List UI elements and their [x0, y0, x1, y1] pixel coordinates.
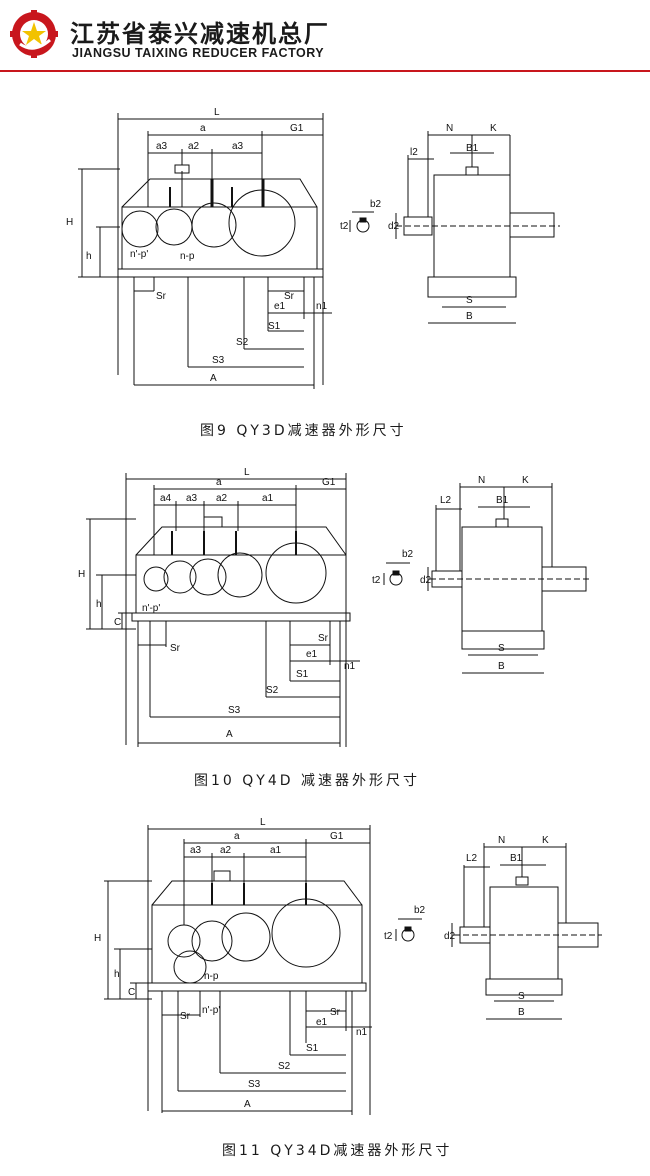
dim-L2: L2	[440, 495, 452, 506]
header-divider	[0, 70, 650, 72]
dim-C: C	[114, 617, 121, 628]
dim-a1: a1	[270, 845, 282, 856]
dim-S1: S1	[268, 321, 281, 332]
dim-L2: L2	[466, 853, 478, 864]
dim-n1: n1	[344, 661, 356, 672]
dim-B1: B1	[510, 853, 523, 864]
company-name-en: JIANGSU TAIXING REDUCER FACTORY	[72, 46, 325, 60]
dim-S: S	[498, 643, 505, 654]
dim-G1: G1	[322, 477, 336, 488]
dim-C: C	[128, 987, 135, 998]
dim-G1: G1	[290, 123, 304, 134]
dim-Sr-right: Sr	[284, 291, 295, 302]
dim-N: N	[478, 475, 485, 486]
dim-b2: b2	[402, 549, 414, 560]
dim-d2: d2	[444, 931, 456, 942]
dim-a4: a4	[160, 493, 172, 504]
dim-a: a	[216, 477, 222, 488]
dim-A: A	[210, 373, 217, 384]
dim-Sr-left: Sr	[170, 643, 181, 654]
dim-d2: d2	[420, 575, 432, 586]
dim-b2: b2	[370, 199, 382, 210]
dim-N: N	[446, 123, 453, 134]
dim-n1: n1	[316, 301, 328, 312]
dim-Sr-right: Sr	[318, 633, 329, 644]
dim-B: B	[466, 311, 473, 322]
dim-Sr-right: Sr	[330, 1007, 341, 1018]
dim-t2: t2	[372, 575, 381, 586]
dim-N: N	[498, 835, 505, 846]
dim-a2: a2	[188, 141, 200, 152]
dim-a3: a3	[190, 845, 202, 856]
dim-S3: S3	[248, 1079, 261, 1090]
page-header: 江苏省泰兴减速机总厂 JIANGSU TAIXING REDUCER FACTO…	[0, 0, 650, 76]
dim-S3: S3	[212, 355, 225, 366]
dim-e1: e1	[274, 301, 286, 312]
dim-L: L	[244, 467, 250, 478]
dim-A: A	[226, 729, 233, 740]
dim-S2: S2	[278, 1061, 291, 1072]
dim-S: S	[518, 991, 525, 1002]
company-name-cn: 江苏省泰兴减速机总厂	[70, 20, 330, 48]
dim-Sr-left: Sr	[156, 291, 167, 302]
figure-caption: 图9 QY3D减速器外形尺寸	[200, 423, 407, 439]
dim-np2: n-p	[180, 251, 195, 262]
dim-B1: B1	[466, 143, 479, 154]
dim-b2: b2	[414, 905, 426, 916]
dim-t2: t2	[340, 221, 349, 232]
dim-e1: e1	[316, 1017, 328, 1028]
dim-H: H	[66, 217, 73, 228]
figure-caption: 图10 QY4D 减速器外形尺寸	[194, 773, 420, 789]
dim-a1: a1	[262, 493, 274, 504]
dim-S1: S1	[306, 1043, 319, 1054]
gear-star-logo	[10, 10, 58, 58]
dim-a: a	[200, 123, 206, 134]
dim-n1: n1	[356, 1027, 368, 1038]
dim-B: B	[498, 661, 505, 672]
qy4d-drawing: L a G1 a4 a3 a2 a1 H h C n'-p' Sr Sr e1 …	[78, 467, 590, 747]
dim-S2: S2	[266, 685, 279, 696]
dim-np1: n'-p'	[142, 603, 160, 614]
figure-qy4d: L a G1 a4 a3 a2 a1 H h C n'-p' Sr Sr e1 …	[0, 455, 650, 795]
figure-qy34d: L a G1 a3 a2 a1 H h C n-p n'-p' Sr Sr e1…	[0, 815, 650, 1176]
qy34d-drawing: L a G1 a3 a2 a1 H h C n-p n'-p' Sr Sr e1…	[94, 817, 602, 1115]
dim-S: S	[466, 295, 473, 306]
dim-h: h	[114, 969, 120, 980]
dim-a2: a2	[220, 845, 232, 856]
dim-B: B	[518, 1007, 525, 1018]
dim-a3-right: a3	[232, 141, 244, 152]
dim-A: A	[244, 1099, 251, 1110]
dim-H: H	[94, 933, 101, 944]
dim-t2: t2	[384, 931, 393, 942]
dim-a3: a3	[186, 493, 198, 504]
dim-B1: B1	[496, 495, 509, 506]
dim-S2: S2	[236, 337, 249, 348]
dim-e1: e1	[306, 649, 318, 660]
dim-K: K	[542, 835, 549, 846]
dim-L: L	[214, 107, 220, 118]
dim-S1: S1	[296, 669, 309, 680]
dim-S3: S3	[228, 705, 241, 716]
dim-a2: a2	[216, 493, 228, 504]
dim-Sr-left: Sr	[180, 1011, 191, 1022]
dim-np2: n'-p'	[202, 1005, 220, 1016]
dim-h: h	[96, 599, 102, 610]
dim-L: L	[260, 817, 266, 828]
qy3d-drawing: L a G1 a3 a2 a3 H h n'-p' n-p Sr Sr e1 n…	[66, 107, 560, 389]
dim-np1: n-p	[204, 971, 219, 982]
figure-qy3d: L a G1 a3 a2 a3 H h n'-p' n-p Sr Sr e1 n…	[0, 95, 650, 445]
dim-d2: d2	[388, 221, 400, 232]
dim-h: h	[86, 251, 92, 262]
dim-a3-left: a3	[156, 141, 168, 152]
figure-caption: 图11 QY34D减速器外形尺寸	[222, 1143, 453, 1159]
dim-np1: n'-p'	[130, 249, 148, 260]
dim-H: H	[78, 569, 85, 580]
dim-G1: G1	[330, 831, 344, 842]
dim-l2: l2	[410, 147, 418, 158]
dim-K: K	[490, 123, 497, 134]
qy3d-housing	[121, 206, 318, 270]
dim-K: K	[522, 475, 529, 486]
dim-a: a	[234, 831, 240, 842]
